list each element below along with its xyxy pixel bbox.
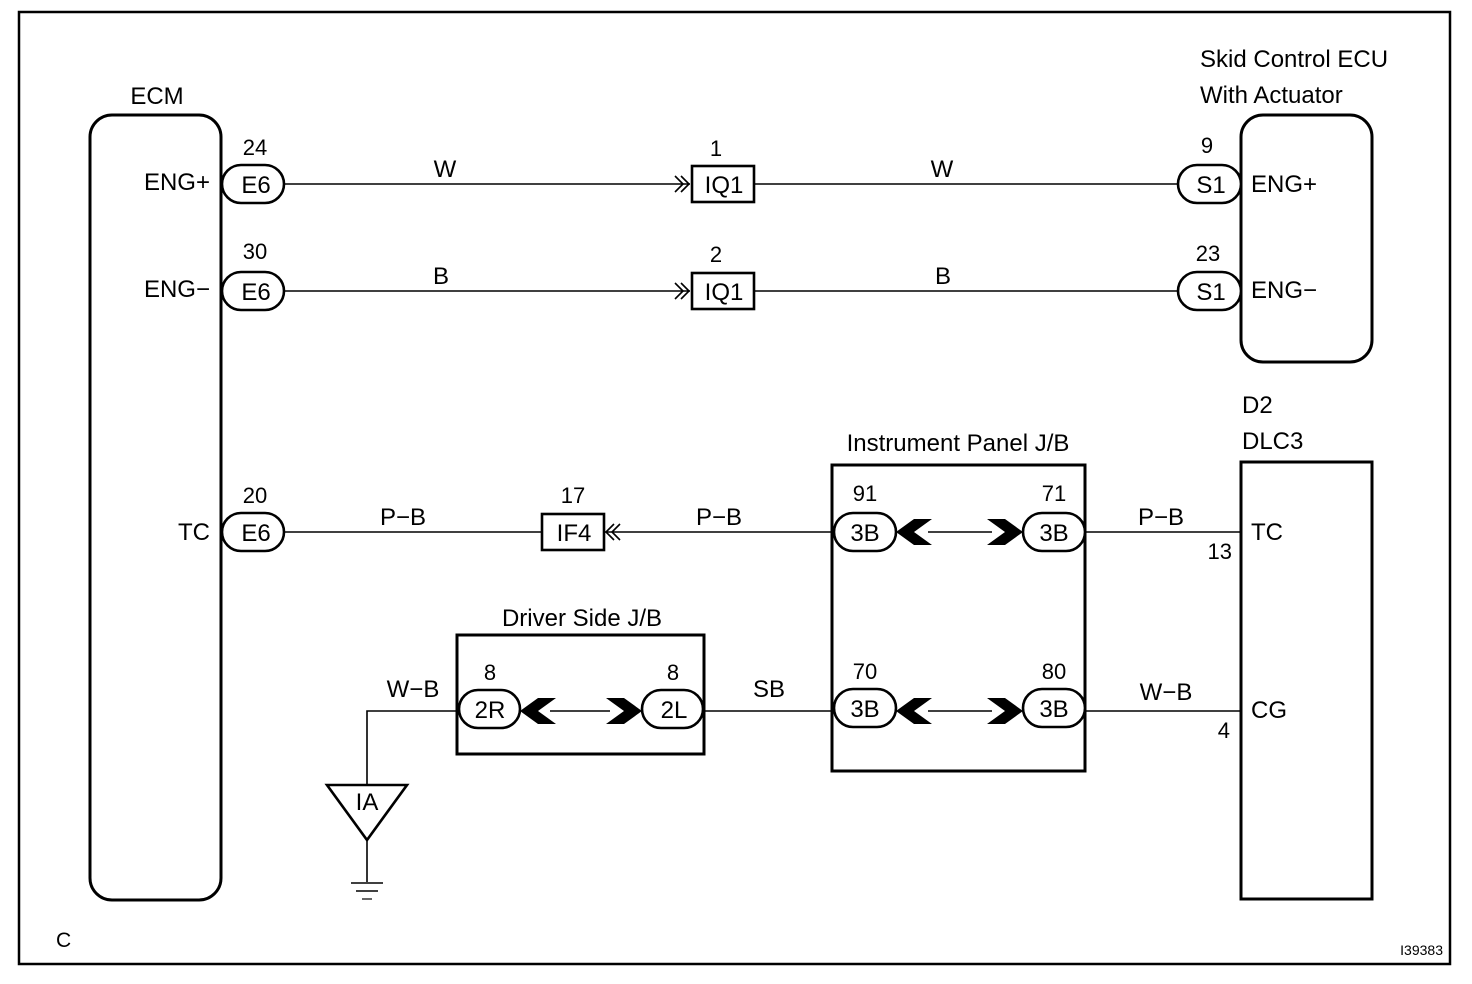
svg-text:E6: E6	[241, 520, 270, 547]
svg-text:3B: 3B	[850, 696, 879, 723]
svg-text:3B: 3B	[1039, 696, 1068, 723]
svg-text:70: 70	[853, 659, 877, 684]
wire-color-eng-minus-a: B	[433, 263, 449, 290]
svg-text:30: 30	[243, 239, 267, 264]
ecm-block: ECM ENG+ ENG− TC	[88, 83, 223, 902]
connector-iq1-pin1: IQ1 1	[674, 136, 756, 204]
svg-text:E6: E6	[241, 279, 270, 306]
ecm-label: ECM	[130, 83, 183, 110]
connector-2l-pin8: 2L 8	[640, 660, 705, 730]
svg-text:1: 1	[710, 136, 722, 161]
ground-icon	[351, 882, 383, 900]
wire-color-tc-b: P−B	[696, 504, 742, 531]
wire-color-tc-c: P−B	[1138, 504, 1184, 531]
dlc-label-line2: DLC3	[1242, 428, 1303, 455]
svg-text:S1: S1	[1196, 172, 1225, 199]
dlc-terminal-tc: TC	[1251, 519, 1283, 546]
wire-color-gnd-b: SB	[753, 676, 785, 703]
wire-color-tc-a: P−B	[380, 504, 426, 531]
svg-text:20: 20	[243, 483, 267, 508]
wire-color-gnd-c: W−B	[1140, 679, 1193, 706]
svg-text:IF4: IF4	[557, 520, 592, 547]
svg-text:24: 24	[243, 135, 267, 160]
diagram-frame	[17, 10, 1452, 966]
connector-3b-pin70: 3B 70	[832, 659, 898, 729]
connector-s1-pin9: S1 9	[1176, 133, 1243, 205]
connector-e6-pin30: E6 30	[220, 239, 286, 312]
connector-e6-pin24: E6 24	[220, 135, 286, 205]
ecm-terminal-tc: TC	[178, 519, 210, 546]
wire-color-eng-plus-b: W	[931, 156, 954, 183]
svg-text:8: 8	[484, 660, 496, 685]
connector-iq1-pin2: IQ1 2	[674, 242, 756, 311]
svg-text:IQ1: IQ1	[705, 279, 744, 306]
connector-2r-pin8: 2R 8	[457, 660, 522, 730]
svg-text:2L: 2L	[661, 697, 688, 724]
connector-3b-pin80: 3B 80	[1021, 659, 1087, 729]
svg-text:IQ1: IQ1	[705, 172, 744, 199]
svg-text:E6: E6	[241, 172, 270, 199]
ecm-terminal-eng-minus: ENG−	[144, 276, 210, 303]
wire-color-eng-plus-a: W	[434, 156, 457, 183]
connector-e6-pin20: E6 20	[220, 483, 286, 553]
svg-text:23: 23	[1196, 241, 1220, 266]
skid-ecu-label-line1: Skid Control ECU	[1200, 46, 1388, 73]
svg-text:3B: 3B	[1039, 520, 1068, 547]
svg-text:17: 17	[561, 483, 585, 508]
dlc-label-line1: D2	[1242, 392, 1273, 419]
wire-color-gnd-a: W−B	[387, 676, 440, 703]
svg-text:2: 2	[710, 242, 722, 267]
svg-text:3B: 3B	[850, 520, 879, 547]
ground-label: IA	[356, 789, 379, 816]
ds-jb-label: Driver Side J/B	[502, 605, 662, 632]
svg-text:80: 80	[1042, 659, 1066, 684]
skid-terminal-eng-plus: ENG+	[1251, 171, 1317, 198]
connector-if4-pin17: IF4 17	[540, 483, 621, 552]
svg-text:9: 9	[1201, 133, 1213, 158]
dlc-pin-13: 13	[1208, 539, 1232, 564]
jb-arrow-markers	[520, 519, 1023, 724]
connector-3b-pin91: 3B 91	[832, 481, 898, 553]
dlc-pin-4: 4	[1218, 718, 1230, 743]
dlc3-block: D2 DLC3 TC CG 13 4	[1208, 392, 1374, 901]
skid-control-ecu-block: Skid Control ECU With Actuator ENG+ ENG−	[1200, 46, 1388, 364]
svg-text:8: 8	[667, 660, 679, 685]
wire-ground-ia	[366, 710, 460, 785]
figure-id: I39383	[1400, 942, 1443, 958]
dlc-terminal-cg: CG	[1251, 697, 1287, 724]
connector-s1-pin23: S1 23	[1176, 241, 1243, 312]
svg-text:2R: 2R	[475, 697, 506, 724]
corner-label: C	[56, 929, 71, 952]
skid-ecu-label-line2: With Actuator	[1200, 82, 1343, 109]
svg-text:S1: S1	[1196, 279, 1225, 306]
svg-text:91: 91	[853, 481, 877, 506]
wire-color-eng-minus-b: B	[935, 263, 951, 290]
skid-terminal-eng-minus: ENG−	[1251, 277, 1317, 304]
ip-jb-label: Instrument Panel J/B	[847, 430, 1070, 457]
ecm-terminal-eng-plus: ENG+	[144, 169, 210, 196]
svg-text:71: 71	[1042, 481, 1066, 506]
ground-point-ia: IA	[324, 783, 410, 882]
connector-3b-pin71: 3B 71	[1021, 481, 1087, 553]
